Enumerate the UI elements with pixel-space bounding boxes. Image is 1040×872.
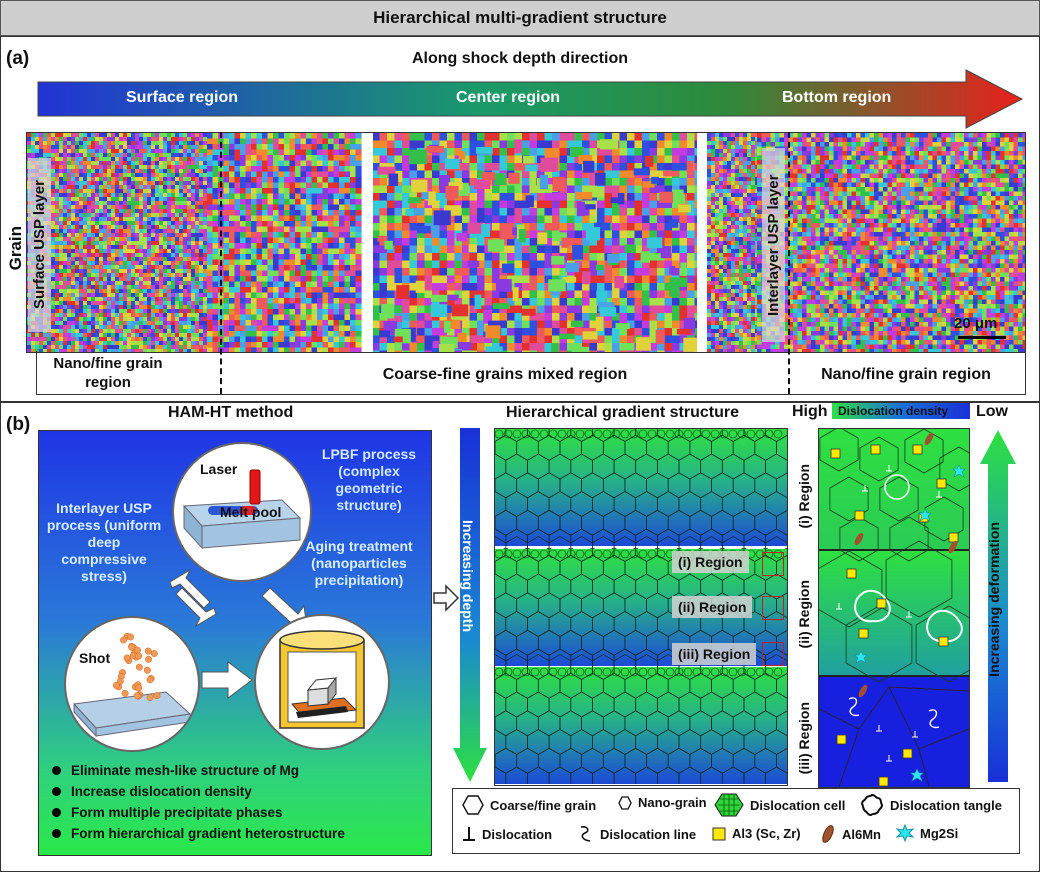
region-marker-iii [762,642,784,666]
aging-circle [254,614,390,750]
bullet-item: Eliminate mesh-like structure of Mg [52,760,345,781]
density-bar-label: Dislocation density [838,404,949,418]
region-divider-right [788,132,790,394]
method-bullet-list: Eliminate mesh-like structure of Mg Incr… [52,760,345,844]
bullet-item: Form multiple precipitate phases [52,802,345,823]
panel-b-label: (b) [6,414,31,435]
figure-title: Hierarchical multi-gradient structure [0,0,1040,36]
legend-dislocation: Dislocation [462,826,552,842]
laser-label: Laser [200,461,238,477]
increasing-depth-arrow [453,428,487,782]
small-hexagon-icon [618,795,632,810]
yellow-square-icon [712,827,726,840]
legend-dislocation-line: Dislocation line [578,824,696,844]
hollow-right-arrow [433,584,460,612]
ebsd-grain-map [26,132,1026,353]
detail-panels [818,428,970,788]
scale-bar [958,336,1006,339]
increasing-deformation-label: Increasing deformation [986,522,1002,677]
direction-title: Along shock depth direction [411,50,628,67]
grain-label: Grain [6,226,25,271]
detail-label-i: (i) Region [796,464,812,529]
scale-bar-label: 20 μm [954,315,998,332]
arrow-label-bottom: Bottom region [782,89,892,106]
legend-box [452,788,1020,854]
legend-nano-grain: Nano-grain [618,795,707,810]
legend-al6mn: Al6Mn [820,824,881,844]
dislocation-tangle-icon [860,793,884,817]
region-label-iii: (iii) Region [672,643,757,665]
structure-title: Hierarchical gradient structure [506,404,739,421]
brown-ellipse-icon [822,825,834,843]
legend-dislocation-tangle: Dislocation tangle [860,793,1002,817]
melt-pool-label: Melt pool [220,504,282,520]
shot-circle [64,616,200,752]
aging-treatment-text: Aging treatment (nanoparticles precipita… [305,538,413,588]
region-marker-ii [762,596,784,620]
region-label-bar [36,351,1026,395]
legend-al3: Al3 (Sc, Zr) [712,826,801,841]
dislocation-cell-icon [714,793,744,817]
interlayer-usp-layer-label: Interlayer USP layer [762,148,785,342]
region-label-nano-left: Nano/fine grain region [53,355,163,391]
density-low-label: Low [976,403,1008,420]
shot-label: Shot [79,650,111,666]
bullet-item: Form hierarchical gradient heterostructu… [52,823,345,844]
surface-usp-layer-label: Surface USP layer [28,158,51,332]
density-bar [832,403,970,419]
bullet-item: Increase dislocation density [52,781,345,802]
increasing-depth-label: Increasing depth [460,520,476,633]
lpbf-process-text: LPBF process (complex geometric structur… [321,446,417,513]
interlayer-usp-process-text: Interlayer USP process (uniform deep com… [46,500,162,584]
arrow-label-center: Center region [456,89,561,106]
arrow-label-surface: Surface region [126,89,239,106]
region-label-nano-right: Nano/fine grain region [821,366,991,383]
detail-label-iii: (iii) Region [796,702,812,775]
hexagon-icon [462,795,484,815]
panel-a-label: (a) [6,48,30,69]
increasing-deformation-arrow [980,430,1016,782]
dislocation-symbol-icon [463,827,475,841]
legend-dislocation-cell: Dislocation cell [714,793,845,817]
hierarchical-structure-column [494,428,788,786]
region-divider-left [220,132,222,394]
depth-arrow [37,69,1024,129]
region-label-ii: (ii) Region [672,596,753,618]
region-label-mixed: Coarse-fine grains mixed region [382,366,628,383]
density-high-label: High [792,403,828,420]
dislocation-line-icon [580,826,591,842]
region-marker-i [762,552,784,576]
detail-label-ii: (ii) Region [796,580,812,649]
legend-coarse-fine-grain: Coarse/fine grain [462,795,596,815]
lpbf-circle [172,442,312,582]
legend-mg2si: Mg2Si [896,824,958,842]
region-label-i: (i) Region [672,551,749,573]
cyan-star-icon [896,824,914,842]
method-title: HAM-HT method [168,404,294,421]
